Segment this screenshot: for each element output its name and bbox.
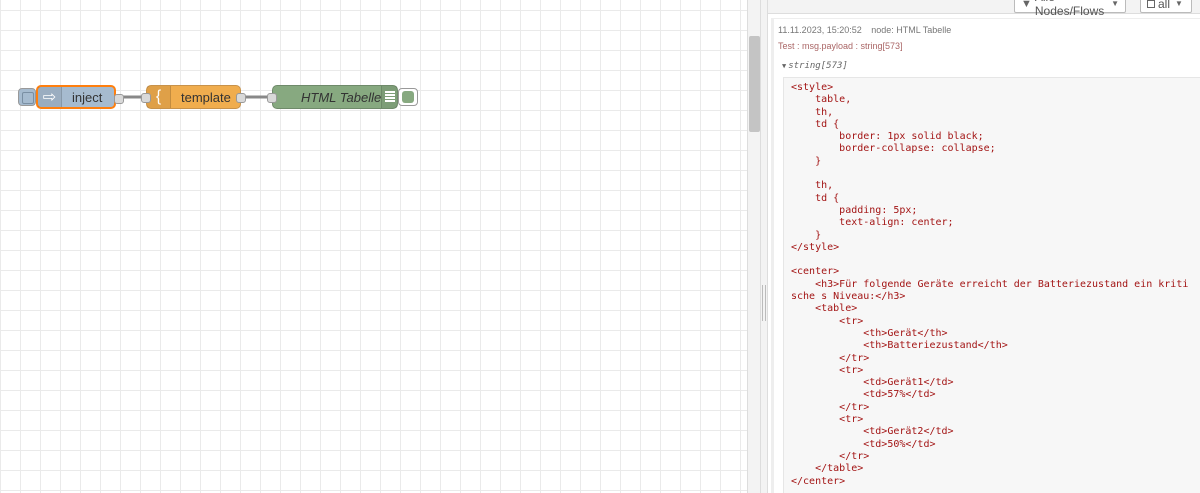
expand-triangle-icon: ▼ bbox=[782, 62, 787, 70]
message-topic: Test : msg.payload : string[573] bbox=[778, 41, 903, 51]
debug-toolbar: ▼ Alle Nodes/Flows ▼ all ▼ bbox=[768, 0, 1200, 18]
sidebar-splitter[interactable] bbox=[760, 0, 768, 493]
workspace-scrollbar[interactable] bbox=[747, 0, 760, 493]
debug-node[interactable]: HTML Tabelle bbox=[267, 85, 398, 109]
inject-arrow-icon: ⇨ bbox=[38, 87, 62, 107]
inject-node[interactable]: ⇨ inject bbox=[36, 85, 124, 109]
template-brace-icon: { bbox=[147, 86, 171, 108]
filter-icon: ▼ bbox=[1021, 0, 1032, 10]
flow-wires bbox=[120, 95, 272, 99]
clear-label: all bbox=[1158, 0, 1171, 11]
template-output-port[interactable] bbox=[236, 93, 246, 103]
trash-icon bbox=[1147, 0, 1155, 8]
filter-dropdown-button[interactable]: ▼ Alle Nodes/Flows ▼ bbox=[1014, 0, 1126, 18]
message-type-toggle[interactable]: ▼string[573] bbox=[782, 61, 848, 71]
message-node-link[interactable]: node: HTML Tabelle bbox=[871, 25, 952, 35]
chevron-down-icon: ▼ bbox=[1175, 0, 1183, 8]
debug-list-icon bbox=[381, 86, 397, 108]
debug-toggle-button[interactable] bbox=[398, 88, 418, 106]
flow-workspace[interactable]: ⇨ inject { template HTML Tabelle bbox=[0, 0, 747, 493]
debug-node-label: HTML Tabelle bbox=[301, 89, 382, 105]
template-node-label: template bbox=[181, 89, 231, 105]
inject-trigger-button[interactable] bbox=[18, 88, 36, 106]
debug-input-port[interactable] bbox=[267, 93, 277, 103]
debug-message: 11.11.2023, 15:20:52 node: HTML Tabelle … bbox=[771, 18, 1200, 493]
payload-text: <style> table, th, td { border: 1px soli… bbox=[791, 82, 1189, 487]
message-meta: 11.11.2023, 15:20:52 node: HTML Tabelle bbox=[778, 25, 951, 35]
filter-label: Alle Nodes/Flows bbox=[1034, 0, 1105, 18]
chevron-down-icon: ▼ bbox=[1111, 0, 1119, 8]
debug-sidebar: ▼ Alle Nodes/Flows ▼ all ▼ 11.11.2023, 1… bbox=[768, 0, 1200, 493]
inject-node-label: inject bbox=[72, 89, 103, 105]
inject-output-port[interactable] bbox=[114, 94, 124, 104]
splitter-grip[interactable] bbox=[762, 285, 766, 321]
workspace-scrollbar-thumb[interactable] bbox=[749, 36, 760, 132]
message-type-label: string[573] bbox=[788, 61, 848, 71]
template-input-port[interactable] bbox=[141, 93, 151, 103]
message-timestamp: 11.11.2023, 15:20:52 bbox=[778, 25, 862, 35]
message-payload: <style> table, th, td { border: 1px soli… bbox=[783, 77, 1200, 493]
template-node[interactable]: { template bbox=[141, 85, 246, 109]
clear-messages-button[interactable]: all ▼ bbox=[1140, 0, 1192, 13]
